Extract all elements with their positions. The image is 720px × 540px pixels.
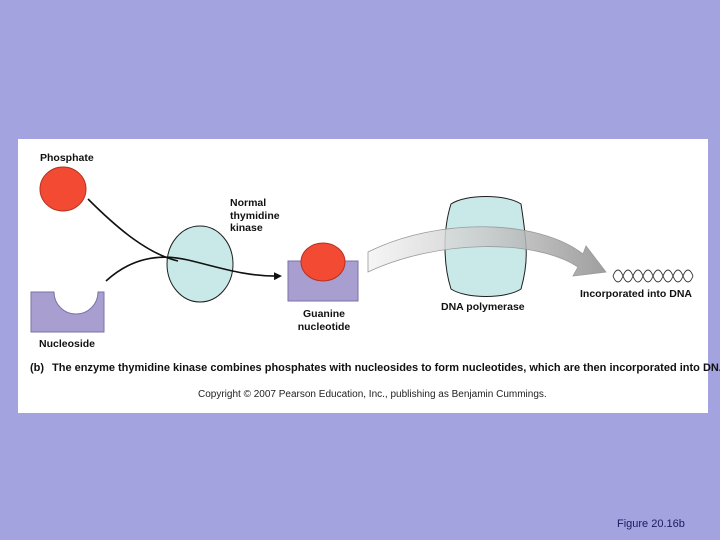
thymidine-kinase-label-line3: kinase (230, 222, 263, 234)
reaction-arrow (105, 256, 282, 282)
phosphate-arrow (87, 198, 179, 262)
caption-letter: (b) (30, 362, 45, 374)
guanine-nucleotide-label-line2: nucleotide (297, 320, 351, 333)
diagram-graphic (30, 166, 694, 333)
caption-text: The enzyme thymidine kinase combines pho… (52, 362, 720, 374)
thymidine-kinase-label-line2: thymidine (230, 209, 280, 222)
guanine-nucleotide-label-line1: Guanine (302, 308, 345, 320)
figure-number: Figure 20.16b (617, 518, 685, 530)
copyright-notice: Copyright © 2007 Pearson Education, Inc.… (198, 389, 547, 400)
thymidine-kinase-label-line1: Normal (230, 197, 267, 209)
figure-panel: Phosphate Nucleoside Normal thymidine ki… (18, 139, 720, 413)
phosphate-label: Phosphate (40, 152, 94, 164)
incorporation-arrow (367, 226, 607, 277)
dna-helix (612, 269, 694, 283)
nucleoside-label: Nucleoside (39, 338, 96, 350)
phosphate-circle (39, 166, 87, 212)
thymidine-kinase-label: Normal thymidine kinase (230, 197, 280, 235)
thymidine-kinase-enzyme (166, 225, 234, 303)
incorporated-into-dna-label: Incorporated into DNA (580, 288, 692, 300)
dna-polymerase-label: DNA polymerase (441, 301, 525, 313)
guanine-phosphate-circle (300, 242, 346, 282)
guanine-nucleotide-label: Guanine nucleotide (294, 308, 354, 333)
nucleoside-shape (30, 291, 105, 333)
